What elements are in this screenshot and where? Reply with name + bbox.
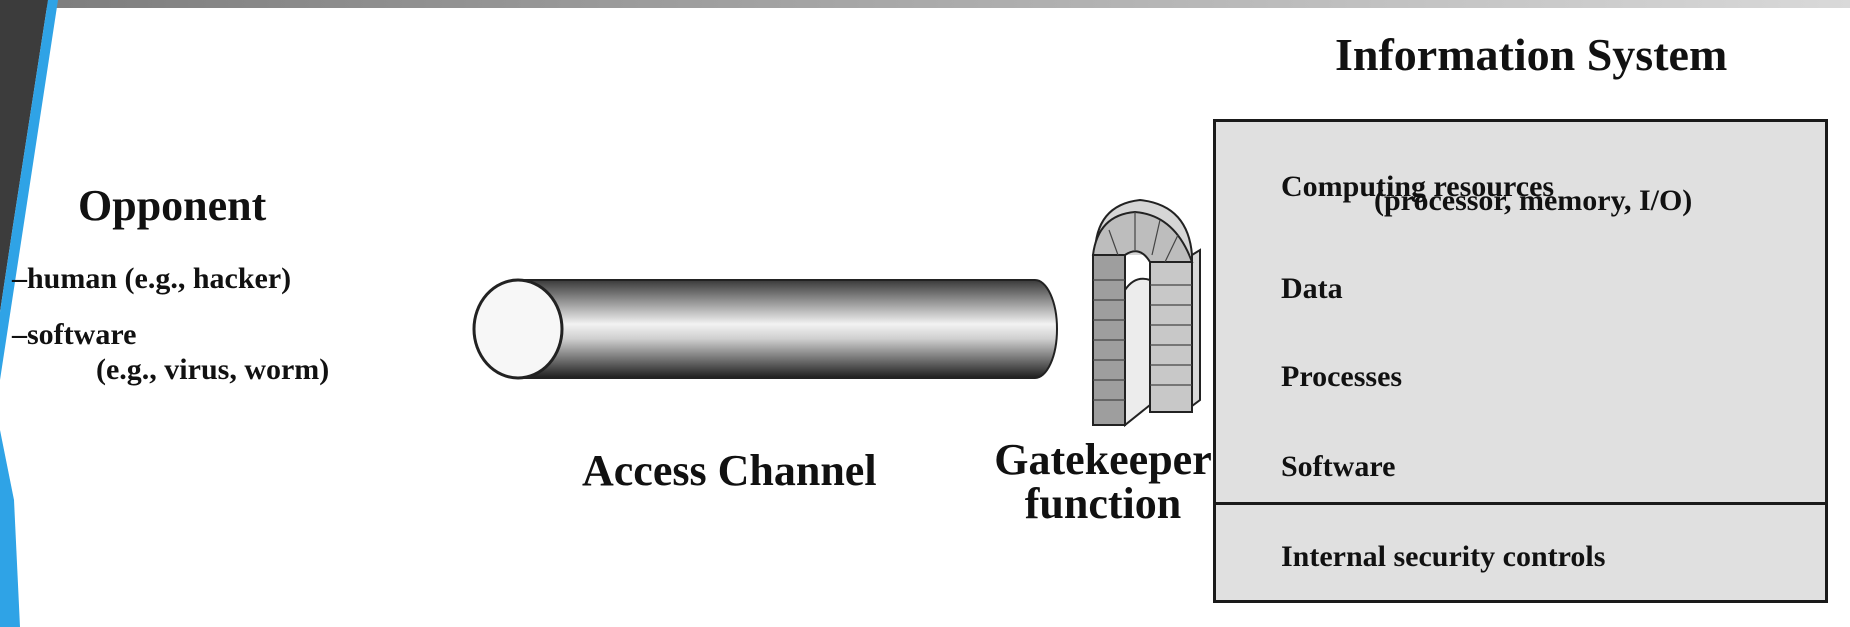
opponent-item-human: –human (e.g., hacker) <box>12 262 292 295</box>
opponent-item-software-detail: (e.g., virus, worm) <box>96 353 330 386</box>
gatekeeper-label-line1: Gatekeeper <box>994 435 1212 484</box>
top-bar-decoration <box>0 0 1850 8</box>
gatekeeper-label: Gatekeeper function <box>978 438 1228 526</box>
information-system-divider <box>1213 502 1828 505</box>
slide-accent-lower <box>0 430 20 627</box>
access-channel-label: Access Channel <box>582 446 877 495</box>
internal-security-controls-label: Internal security controls <box>1281 540 1606 573</box>
opponent-title: Opponent <box>78 181 267 230</box>
information-system-title: Information System <box>1335 29 1728 80</box>
opponent-item-software: –software <box>12 318 137 351</box>
gatekeeper-gate <box>1091 198 1201 428</box>
processes-label: Processes <box>1281 360 1403 393</box>
information-system-box <box>1213 119 1828 603</box>
gatekeeper-label-line2: function <box>1024 479 1182 528</box>
computing-resources-label: Computing resources <box>1281 170 1555 203</box>
slide-dark-stripe <box>0 0 48 312</box>
slide-accent-stripe <box>0 0 58 380</box>
software-label: Software <box>1281 450 1396 483</box>
computing-resources-detail: (processor, memory, I/O) <box>1374 184 1693 217</box>
access-channel-pipe <box>472 278 1058 380</box>
data-label: Data <box>1281 272 1343 305</box>
